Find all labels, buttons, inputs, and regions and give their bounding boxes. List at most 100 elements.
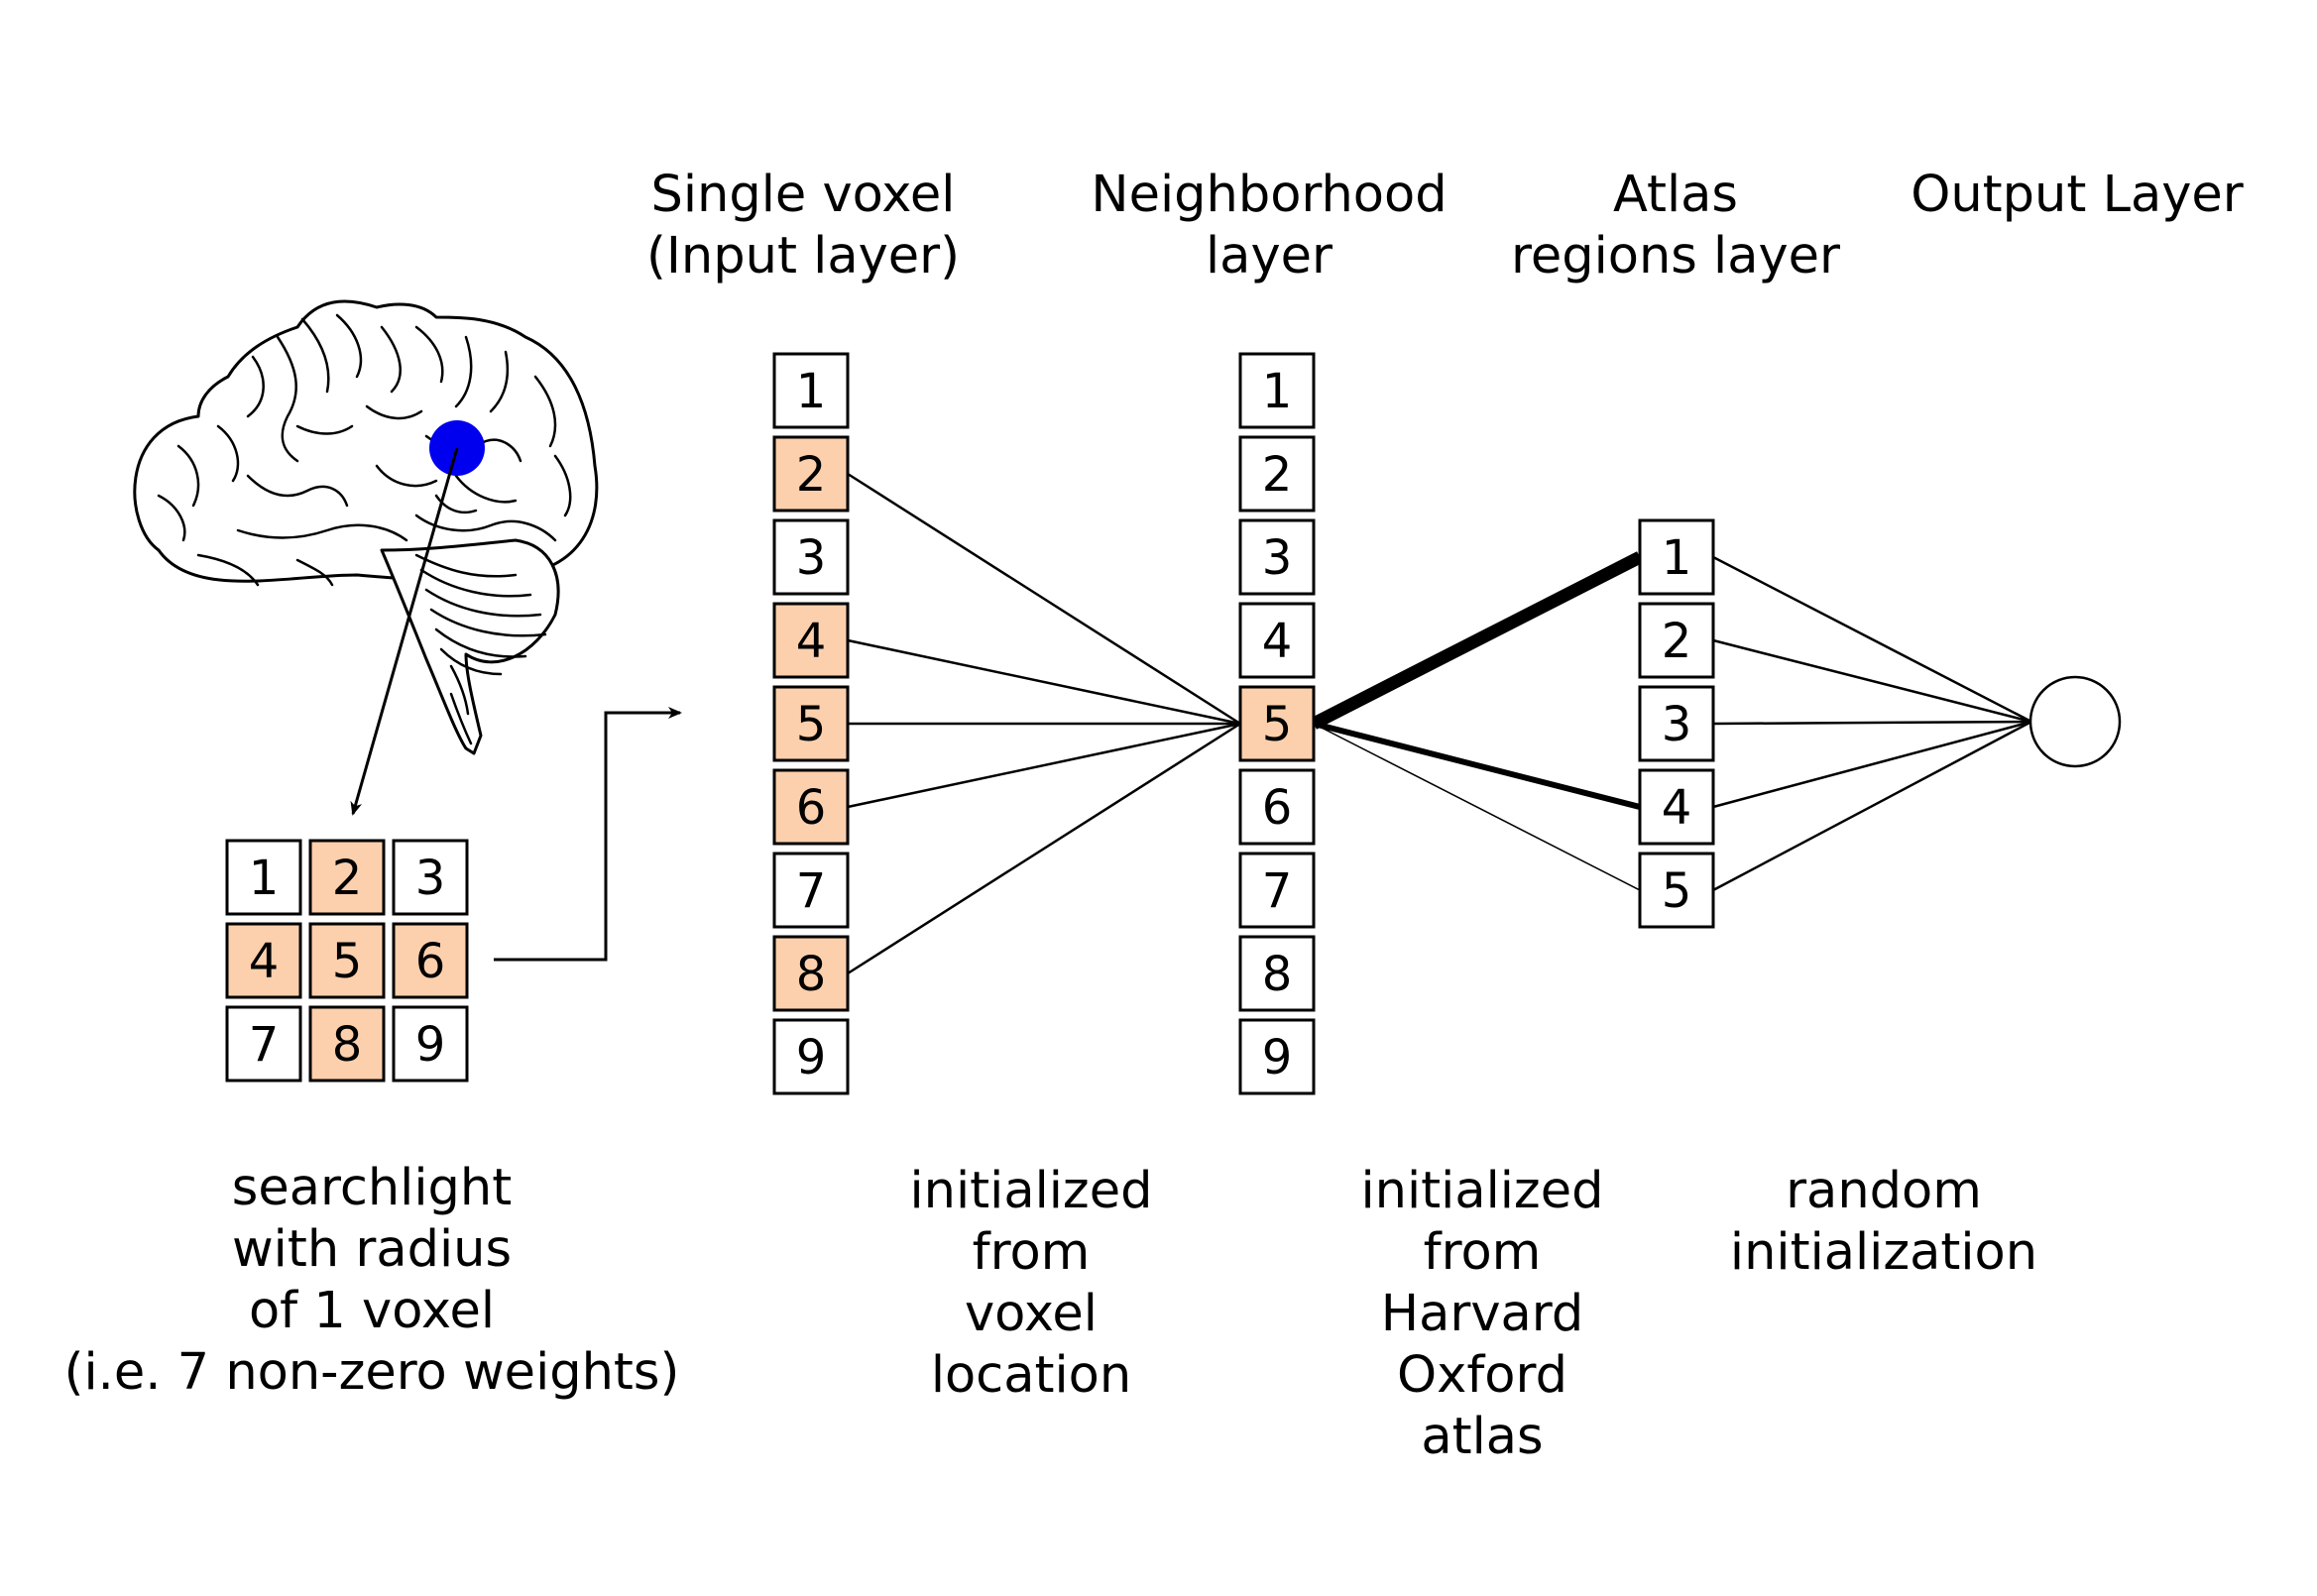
atlas-init-line-5: atlas [1421,1408,1544,1466]
atlas-cell-5-label: 5 [1662,863,1692,919]
voxel-init-line-3: voxel [965,1285,1098,1343]
atlas-init-line-3: Harvard [1380,1285,1584,1343]
input-cell-8: 8 [772,935,850,1012]
grid-cell-2-label: 2 [332,851,363,906]
neighborhood-cell-6-label: 6 [1262,780,1293,836]
grid-cell-4: 4 [225,922,302,999]
neighborhood-cell-4: 4 [1238,602,1316,679]
input-cell-6: 6 [772,768,850,846]
searchlight-caption-line-4: (i.e. 7 non-zero weights) [63,1343,680,1402]
input-cell-2: 2 [772,435,850,513]
searchlight-caption: searchlight with radius of 1 voxel (i.e.… [30,1158,714,1404]
connection-lines [847,472,2032,975]
input-cell-3-label: 3 [796,530,827,586]
input-header-line-1: Single voxel [650,166,956,224]
input-cell-5-label: 5 [796,697,827,752]
grid-cell-3-label: 3 [415,851,446,906]
atlas-cell-2: 2 [1638,602,1715,679]
grid-cell-5: 5 [308,922,386,999]
brain-to-grid-arrow [350,447,459,816]
atlas-header-line-1: Atlas [1613,166,1738,224]
neighborhood-header-line-1: Neighborhood [1091,166,1448,224]
random-init-line-1: random [1786,1162,1982,1220]
grid-cell-9: 9 [392,1005,469,1083]
random-init-caption: random initialization [1685,1161,2082,1284]
input-cell-3: 3 [772,518,850,596]
atlas-cell-4: 4 [1638,768,1715,846]
input-cell-9-label: 9 [796,1030,827,1085]
atlas-to-output-line-3 [1712,720,2032,726]
neighborhood-cell-5: 5 [1238,685,1316,762]
grid-cell-8: 8 [308,1005,386,1083]
atlas-init-line-1: initialized [1360,1162,1604,1220]
input-to-neighborhood-line-2 [847,472,1241,726]
input-to-neighborhood-line-8 [847,722,1241,975]
atlas-init-caption: initialized from Harvard Oxford atlas [1314,1161,1651,1468]
input-header-line-2: (Input layer) [645,227,960,285]
neighborhood-cell-3-label: 3 [1262,530,1293,586]
voxel-init-caption: initialized from voxel location [863,1161,1200,1407]
input-to-neighborhood-line-6 [847,722,1241,809]
input-cell-6-label: 6 [796,780,827,836]
atlas-cell-3: 3 [1638,685,1715,762]
input-cell-7-label: 7 [796,863,827,919]
grid-cell-9-label: 9 [415,1017,446,1073]
searchlight-caption-line-2: with radius [231,1220,513,1279]
neighborhood-to-atlas-line-1 [1311,551,1643,730]
neighborhood-cell-2: 2 [1238,435,1316,513]
neighborhood-cell-1: 1 [1238,352,1316,429]
atlas-cell-5: 5 [1638,852,1715,929]
atlas-cell-1-label: 1 [1662,530,1692,586]
grid-cell-6-label: 6 [415,934,446,989]
grid-cell-4-label: 4 [249,934,280,989]
atlas-to-output-line-4 [1712,720,2032,809]
grid-cell-8-label: 8 [332,1017,363,1073]
input-cell-4: 4 [772,602,850,679]
input-layer: 1 2 3 4 5 6 7 8 9 [772,352,850,1095]
grid-cell-5-label: 5 [332,934,363,989]
grid-cell-1-label: 1 [249,851,280,906]
input-cell-1: 1 [772,352,850,429]
input-layer-header: Single voxel (Input layer) [585,165,1021,287]
voxel-init-line-1: initialized [909,1162,1153,1220]
atlas-cell-1: 1 [1638,518,1715,596]
searchlight-caption-line-3: of 1 voxel [248,1282,495,1340]
input-cell-1-label: 1 [796,364,827,419]
atlas-layer-header: Atlas regions layer [1477,165,1874,287]
input-cell-9: 9 [772,1018,850,1095]
random-init-line-2: initialization [1729,1223,2038,1282]
input-cell-7: 7 [772,852,850,929]
searchlight-caption-line-1: searchlight [231,1159,513,1217]
atlas-to-output-line-5 [1712,720,2032,892]
voxel-init-line-4: location [930,1346,1132,1405]
output-header-line-1: Output Layer [1911,166,2244,224]
input-cell-4-label: 4 [796,614,827,669]
voxel-init-line-2: from [972,1223,1091,1282]
input-to-neighborhood-line-4 [847,638,1241,726]
input-cell-8-label: 8 [796,947,827,1002]
atlas-init-line-4: Oxford [1397,1346,1567,1405]
neighborhood-cell-2-label: 2 [1262,447,1293,503]
neighborhood-cell-6: 6 [1238,768,1316,846]
grid-cell-7: 7 [225,1005,302,1083]
output-layer-header: Output Layer [1884,165,2270,226]
neighborhood-cell-9-label: 9 [1262,1030,1293,1085]
neighborhood-cell-4-label: 4 [1262,614,1293,669]
neighborhood-layer: 1 2 3 4 5 6 7 8 9 [1238,352,1316,1095]
input-cell-2-label: 2 [796,447,827,503]
neighborhood-cell-7-label: 7 [1262,863,1293,919]
neighborhood-cell-1-label: 1 [1262,364,1293,419]
brain-icon [133,299,599,755]
neighborhood-cell-3: 3 [1238,518,1316,596]
input-cell-5: 5 [772,685,850,762]
output-node [2028,675,2122,768]
atlas-to-output-line-1 [1712,555,2032,724]
grid-cell-6: 6 [392,922,469,999]
neighborhood-cell-7: 7 [1238,852,1316,929]
neighborhood-cell-8-label: 8 [1262,947,1293,1002]
atlas-cell-4-label: 4 [1662,780,1692,836]
grid-cell-7-label: 7 [249,1017,280,1073]
